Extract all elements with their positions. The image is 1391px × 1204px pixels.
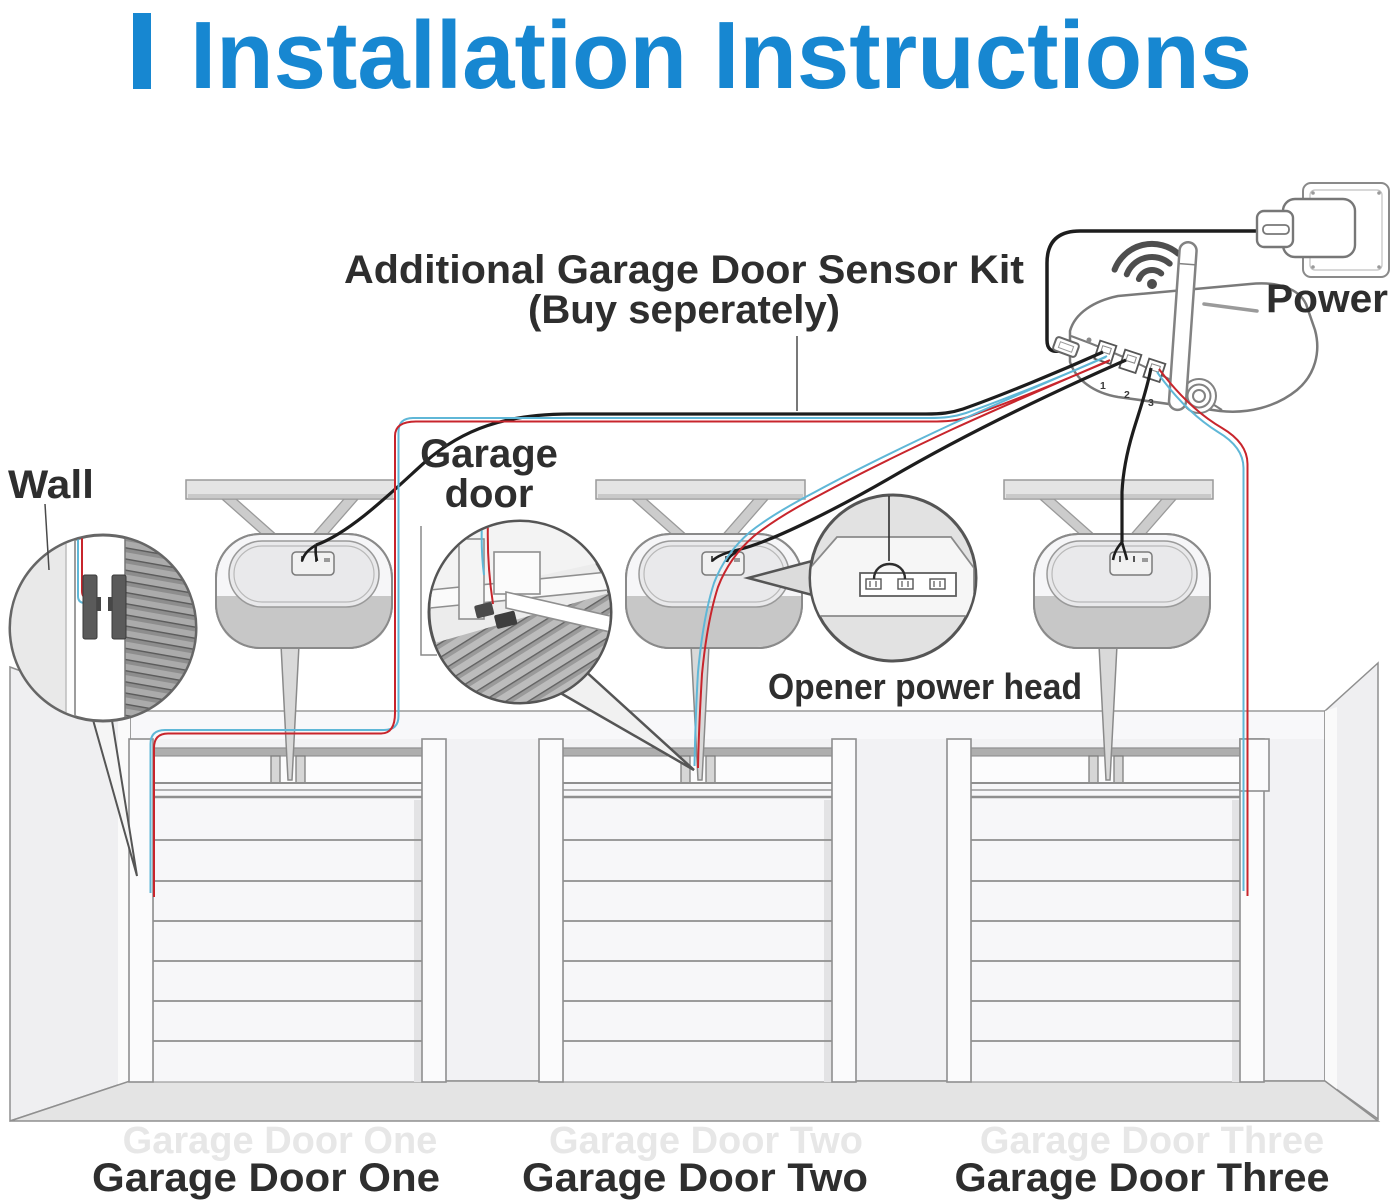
ghost-label-three: Garage Door Three xyxy=(980,1120,1324,1162)
port-1-number: 1 xyxy=(1100,380,1106,392)
port-3-number: 3 xyxy=(1148,397,1154,409)
wire-red-door-two xyxy=(697,359,1111,769)
wire-red-door-three xyxy=(1158,368,1249,896)
wire-black-opener-two xyxy=(740,358,1127,551)
page-title: Installation Instructions xyxy=(190,2,1252,109)
wire-black-opener-one xyxy=(315,350,1104,547)
right-wall-highlight xyxy=(1325,707,1337,1113)
garage-door-label-line2: door xyxy=(445,472,534,516)
door-three-label: Garage Door Three xyxy=(955,1156,1330,1200)
power-adapter-plug xyxy=(1255,209,1295,249)
wall-sensor-right xyxy=(111,574,127,640)
outlet-screw xyxy=(1377,191,1381,195)
antenna xyxy=(1167,240,1198,412)
labels: Installation Instructions Additional Gar… xyxy=(8,2,1388,1200)
opener-power-head-label: Opener power head xyxy=(768,666,1082,707)
wall-leader-line xyxy=(44,503,50,571)
ghost-label-one: Garage Door One xyxy=(123,1120,438,1162)
opener-head-detail xyxy=(743,493,978,663)
power-label: Power xyxy=(1266,277,1388,321)
title-accent-bar xyxy=(133,13,151,89)
header-band xyxy=(130,711,1325,739)
wall-detail xyxy=(8,533,198,877)
wifi-icon xyxy=(1111,240,1182,289)
wire-black-opener-three xyxy=(1120,367,1153,542)
garage-door-detail xyxy=(427,519,695,772)
garage-door-two xyxy=(537,737,858,1084)
wiring xyxy=(149,350,1249,897)
floor xyxy=(9,1080,1381,1122)
usb-port xyxy=(1052,336,1080,358)
wire-fork-one xyxy=(300,543,319,562)
garage-door-leader-line xyxy=(420,526,437,656)
door-two-label: Garage Door Two xyxy=(522,1156,868,1200)
door-sensor-pair xyxy=(474,602,518,629)
sensor-kit-label-line2: (Buy seperately) xyxy=(528,288,840,332)
door-three-wire-bracket xyxy=(1239,738,1270,792)
wire-blue-door-three xyxy=(1156,371,1245,891)
door-one-label: Garage Door One xyxy=(92,1156,440,1200)
wire-red-wall-sensor xyxy=(153,360,1110,897)
outlet-screw xyxy=(1311,191,1315,195)
ghost-label-two: Garage Door Two xyxy=(549,1120,863,1162)
garage-door-label-line1: Garage xyxy=(420,432,558,476)
outlet-screw xyxy=(1377,265,1381,269)
garage-door-one xyxy=(127,737,448,1084)
wall-label: Wall xyxy=(8,463,94,507)
wall-sensor-left xyxy=(82,574,98,640)
wire-blue-wall-sensor xyxy=(149,356,1107,893)
terminal-wire-arc xyxy=(872,562,907,580)
port-2-number: 2 xyxy=(1124,389,1130,401)
port-2 xyxy=(1118,348,1143,375)
outlet-screw xyxy=(1311,265,1315,269)
garage-door-three xyxy=(945,737,1266,1084)
wire-blue-door-two xyxy=(693,355,1108,767)
hub-body xyxy=(1068,282,1319,413)
wire-fork-three xyxy=(1111,541,1129,561)
status-led xyxy=(1086,337,1092,343)
hub-slot xyxy=(1202,302,1259,313)
sensor-kit-label-line1: Additional Garage Door Sensor Kit xyxy=(344,248,1024,292)
